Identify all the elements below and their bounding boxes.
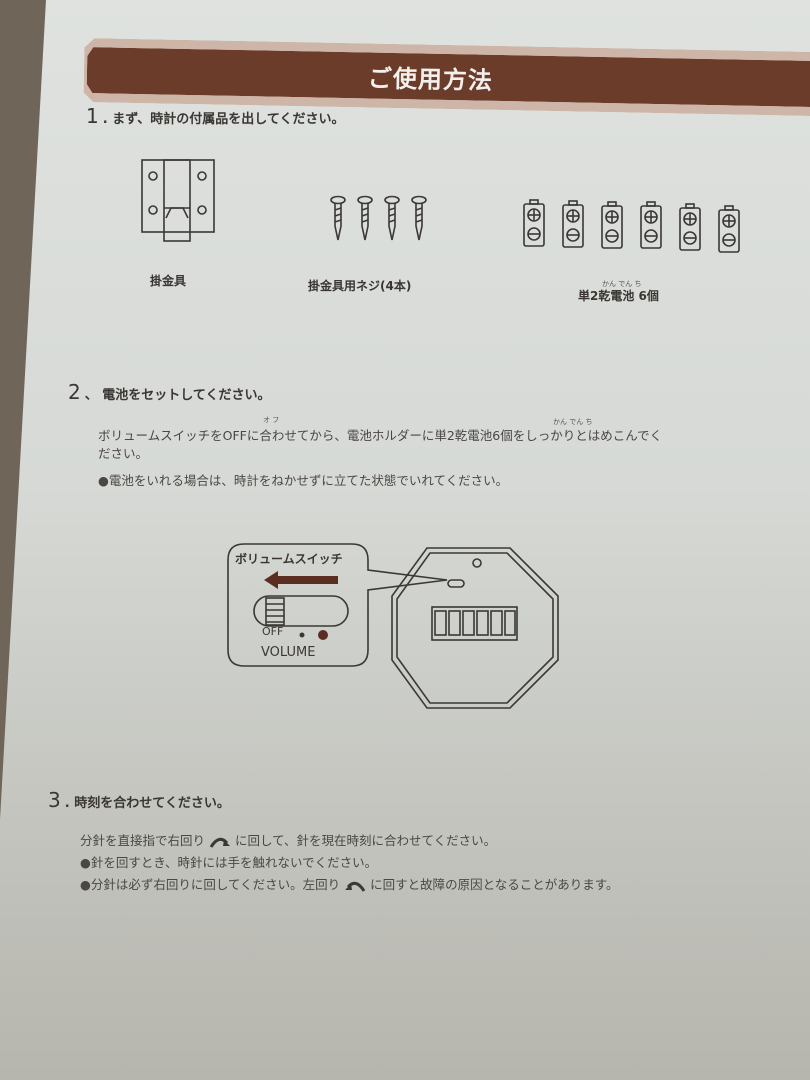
switch-volume-label: VOLUME — [261, 645, 316, 660]
volume-switch-diagram — [227, 543, 559, 709]
clockwise-arrow-icon — [209, 836, 231, 848]
step2-instruction-line2: ださい。 — [98, 446, 149, 461]
off-ruby: オ フ — [263, 416, 280, 424]
step3-note1: ●針を回すとき、時針には手を触れないでください。 — [80, 855, 378, 870]
screws-icon — [330, 195, 427, 241]
step2-heading: 2、 電池をセットしてください。 — [68, 380, 271, 404]
page-title: ご使用方法 — [367, 63, 494, 95]
step3-note2: ●分針は必ず右回りに回してください。左回り に回すと故障の原因となることがありま… — [80, 877, 619, 892]
step2-instruction-line1: ボリュームスイッチをOFFに合わせてから、電池ホルダーに単2乾電池6個をしっかり… — [98, 428, 663, 443]
switch-off-label: OFF — [262, 625, 284, 638]
step2-note: ●電池をいれる場合は、時計をねかせずに立てた状態でいれてください。 — [98, 473, 509, 488]
battery-ruby: かん でん ち — [602, 280, 642, 288]
callout-title: ボリュームスイッチ — [235, 552, 343, 566]
battery-ruby-2: かん でん ち — [553, 418, 593, 426]
step1-heading: 1. まず、時計の付属品を出してください。 — [86, 104, 345, 128]
step3-heading: 3. 時刻を合わせてください。 — [48, 788, 230, 812]
screws-caption: 掛金具用ネジ(4本) — [308, 279, 412, 293]
counterclockwise-arrow-icon — [344, 880, 366, 892]
step3-instruction: 分針を直接指で右回り に回して、針を現在時刻に合わせてください。 — [80, 833, 497, 848]
batteries-caption: 単2乾電池 6個 — [578, 289, 659, 303]
batteries-icon — [523, 199, 740, 253]
hanger-caption: 掛金具 — [150, 274, 187, 288]
wall-hanger-icon — [141, 159, 215, 242]
